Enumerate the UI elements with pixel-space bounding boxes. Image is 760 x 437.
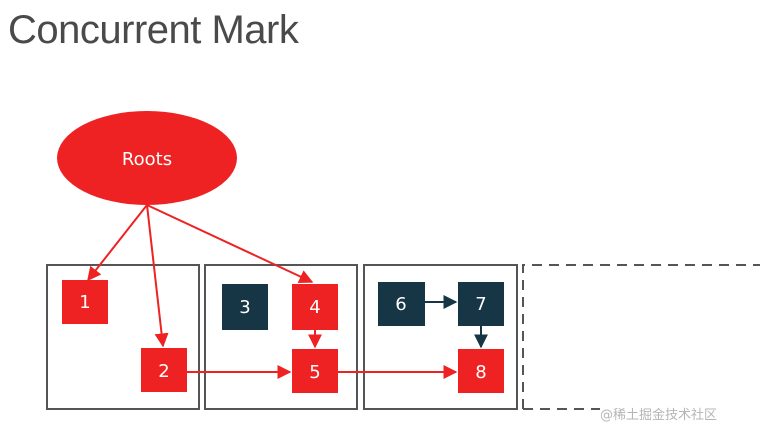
object-5 bbox=[292, 349, 338, 393]
heap-region-2 bbox=[204, 264, 358, 410]
heap-region-1 bbox=[46, 264, 200, 410]
arrow-roots-to-1 bbox=[87, 204, 148, 282]
object-5-label: 5 bbox=[309, 362, 320, 383]
object-7 bbox=[458, 282, 504, 326]
object-2-label: 2 bbox=[158, 361, 169, 382]
object-4 bbox=[292, 284, 338, 330]
arrow-roots-to-4 bbox=[146, 204, 314, 284]
object-8-label: 8 bbox=[475, 362, 486, 383]
heap-region-3 bbox=[363, 264, 518, 410]
heap-region-4-dashed bbox=[522, 264, 760, 410]
object-3 bbox=[222, 284, 268, 330]
object-6 bbox=[378, 282, 425, 326]
object-8 bbox=[458, 349, 504, 393]
object-7-label: 7 bbox=[475, 294, 486, 315]
page-title: Concurrent Mark bbox=[8, 8, 299, 52]
object-2 bbox=[141, 348, 187, 392]
object-1-label: 1 bbox=[79, 292, 90, 313]
object-6-label: 6 bbox=[395, 294, 406, 315]
object-1 bbox=[62, 280, 108, 324]
object-4-label: 4 bbox=[309, 297, 320, 318]
roots-node bbox=[57, 111, 237, 205]
roots-label: Roots bbox=[122, 149, 172, 170]
watermark: @稀土掘金技术社区 bbox=[600, 408, 718, 423]
object-3-label: 3 bbox=[239, 297, 250, 318]
arrow-roots-to-2 bbox=[146, 204, 169, 348]
